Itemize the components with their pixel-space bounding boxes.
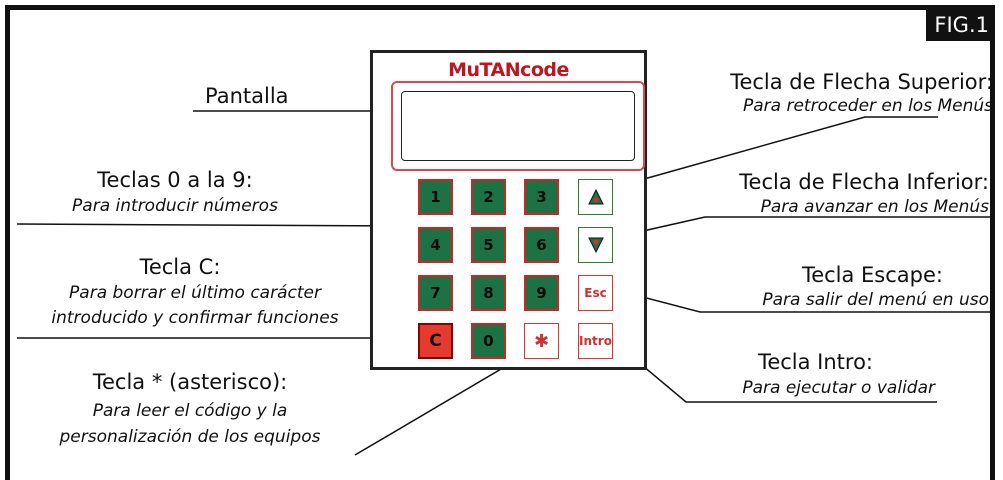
escape-key[interactable]: Esc: [578, 275, 613, 311]
key-3[interactable]: 3: [524, 179, 559, 215]
key-7[interactable]: 7: [418, 275, 453, 311]
key-4[interactable]: 4: [418, 227, 453, 263]
label-flecha-inferior-desc: Para avanzar en los Menús: [760, 197, 989, 217]
key-8[interactable]: 8: [471, 275, 506, 311]
label-tecla-intro-desc: Para ejecutar o validar: [742, 378, 935, 398]
brand-name-part1: MuTAN: [448, 59, 521, 81]
key-0[interactable]: 0: [471, 323, 506, 359]
label-flecha-superior-title: Tecla de Flecha Superior:: [730, 70, 993, 94]
leader-teclas-numeros: [16, 219, 402, 233]
keypad-device: MuTANcode 1 2 3 4 5 6 7 8 9 Esc C 0 ✱ In…: [370, 50, 647, 370]
display-inner: [401, 91, 635, 161]
label-tecla-asterisco-desc-line1: Para leer el código y la: [92, 401, 288, 421]
intro-key[interactable]: Intro: [578, 323, 613, 359]
leader-flecha-superior: [610, 116, 938, 192]
brand-name-part2: code: [520, 59, 569, 81]
leader-flecha-inferior: [610, 216, 990, 242]
brand-logo: MuTANcode: [373, 59, 644, 81]
asterisk-key[interactable]: ✱: [524, 323, 559, 359]
key-c[interactable]: C: [418, 323, 453, 359]
key-2[interactable]: 2: [471, 179, 506, 215]
key-1[interactable]: 1: [418, 179, 453, 215]
label-tecla-asterisco-title: Tecla * (asterisco):: [92, 370, 288, 394]
label-pantalla: Pantalla: [205, 84, 289, 108]
label-flecha-superior-desc: Para retroceder en los Menús: [743, 96, 993, 116]
arrow-up-key[interactable]: [578, 179, 613, 215]
label-tecla-c-title: Tecla C:: [139, 255, 221, 279]
key-9[interactable]: 9: [524, 275, 559, 311]
label-tecla-escape-title: Tecla Escape:: [801, 263, 943, 287]
label-teclas-numeros-desc: Para introducir números: [72, 196, 278, 216]
key-6[interactable]: 6: [524, 227, 559, 263]
label-tecla-intro-title: Tecla Intro:: [758, 350, 873, 374]
label-teclas-numeros-title: Teclas 0 a la 9:: [97, 168, 253, 192]
label-tecla-c-desc-line1: Para borrar el último carácter: [69, 283, 321, 303]
figure-label: FIG.1: [926, 8, 995, 41]
label-flecha-inferior-title: Tecla de Flecha Inferior:: [739, 170, 989, 194]
figure-frame: [5, 5, 995, 480]
arrow-up-icon: [587, 188, 604, 205]
label-tecla-asterisco-desc-line2: personalización de los equipos: [59, 427, 321, 447]
label-tecla-c-desc-line2: introducido y confirmar funciones: [51, 308, 339, 328]
label-tecla-escape-desc: Para salir del menú en uso: [762, 290, 989, 310]
key-5[interactable]: 5: [471, 227, 506, 263]
arrow-down-icon: [587, 237, 604, 254]
display-screen: [391, 81, 645, 171]
arrow-down-key[interactable]: [578, 227, 613, 263]
